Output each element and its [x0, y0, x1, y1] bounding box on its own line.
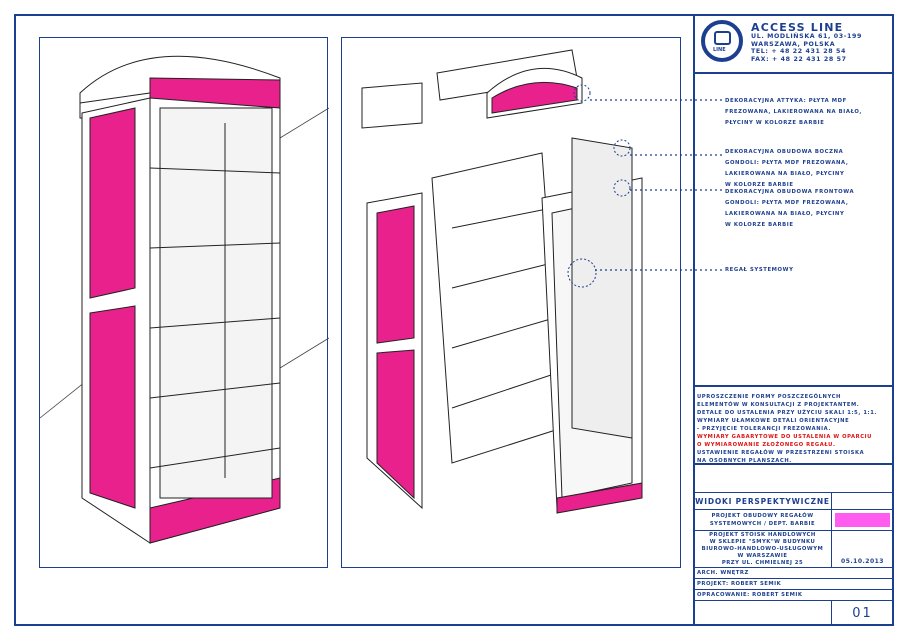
company-name: ACCESS LINE	[751, 21, 844, 34]
company-logo: LINE	[701, 20, 743, 62]
exploded-shelf-drawing	[361, 49, 643, 514]
sheet-border	[14, 14, 894, 626]
projekt-author: PROJEKT: ROBERT SEMIK	[697, 581, 782, 587]
date: 05.10.2013	[841, 558, 884, 565]
annotation-regal: REGAŁ SYSTEMOWY	[725, 267, 794, 273]
project-line1: PROJEKT OBUDOWY REGAŁÓW	[711, 513, 814, 519]
assembled-shelf-drawing	[39, 55, 330, 544]
project-line2: SYSTEMOWYCH / DEPT. BARBIE	[709, 521, 816, 527]
logo-text: LINE	[713, 47, 726, 53]
sheet-title: WIDOKI PERSPEKTYWICZNE	[695, 496, 830, 506]
company-fax: FAX: + 48 22 431 28 57	[751, 55, 847, 63]
company-address1: UL. MODLIŃSKA 61, 03-199	[751, 33, 862, 40]
arch-label: ARCH. WNĘTRZ	[697, 570, 749, 576]
exploded-view	[341, 37, 681, 568]
opracowanie-author: OPRACOWANIE: ROBERT SEMIK	[697, 592, 803, 598]
company-tel: TEL: + 48 22 431 28 54	[751, 48, 846, 55]
sheet-number: 01	[852, 605, 873, 621]
title-block: WIDOKI PERSPEKTYWICZNE PROJEKT OBUDOWY R…	[693, 492, 894, 626]
assembled-view	[39, 37, 330, 568]
leader-lines	[590, 99, 722, 271]
color-swatch	[831, 509, 894, 531]
right-panel	[693, 14, 894, 626]
company-address2: WARSZAWA, POLSKA	[751, 40, 836, 48]
company-header: LINE ACCESS LINE UL. MODLIŃSKA 61, 03-19…	[693, 14, 894, 74]
